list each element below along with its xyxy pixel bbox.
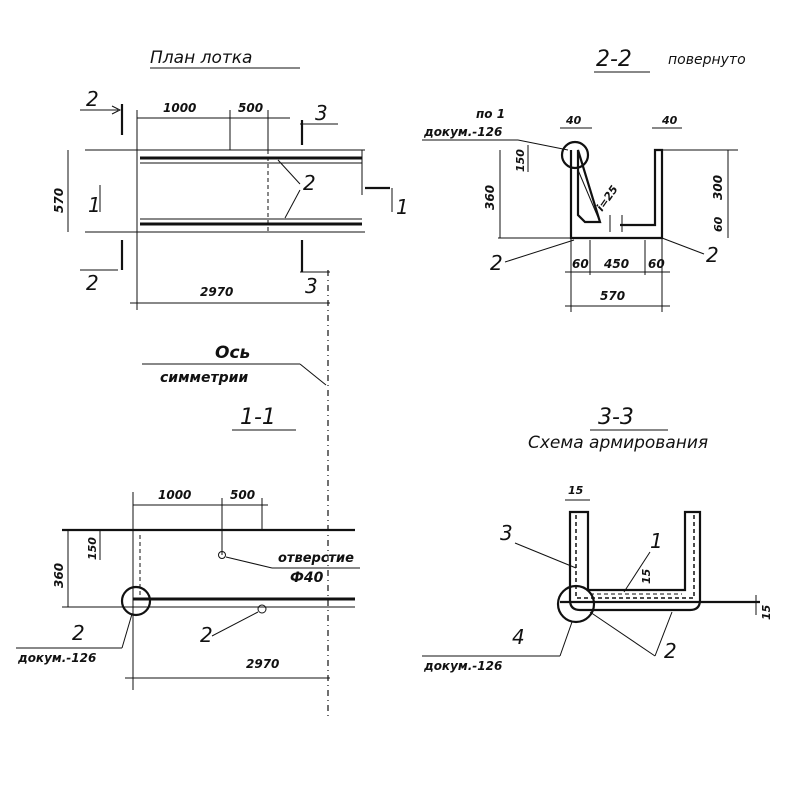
- section22-pos2-right: 2: [706, 243, 719, 267]
- axis-label-1: Ось: [215, 343, 250, 363]
- plan-pos2: 2: [303, 171, 316, 195]
- section22-dim-60-v: 60: [712, 216, 725, 232]
- section11-pos2-b-leader: [211, 611, 259, 637]
- section11-detail-circle: [120, 585, 152, 617]
- section33-pos2: 2: [664, 639, 677, 663]
- section22-dim-300: 300: [711, 175, 725, 200]
- section22-ref-leader: [517, 139, 569, 151]
- section33-pos4: 4: [512, 625, 525, 649]
- section22-slope-edge: [577, 169, 601, 223]
- plan-dim-2970: 2970: [200, 285, 233, 299]
- axis-label-2: симметрии: [160, 370, 248, 386]
- section-2-2: 2-2 повернуто по 1 докум.-126 40 40 i=25…: [422, 47, 746, 312]
- plan-cut3-bottom: 3: [305, 274, 318, 298]
- section11-ref-doc: докум.-126: [17, 651, 96, 665]
- section22-dim-60-l: 60: [572, 257, 589, 271]
- section33-detail-circle: [556, 584, 596, 624]
- symmetry-axis: Ось симметрии: [142, 270, 329, 720]
- section11-hole-diameter: Ф40: [290, 570, 324, 586]
- section11-dim-2970: 2970: [246, 657, 279, 671]
- section33-pos1: 1: [650, 529, 663, 553]
- section11-pos2-a: 2: [72, 621, 85, 645]
- section22-dim-570: 570: [600, 289, 625, 303]
- section22-ref-doc: докум.-126: [423, 125, 502, 139]
- section22-pos2-left: 2: [490, 251, 503, 275]
- section33-pos2-leader-a: [589, 611, 656, 657]
- plan-cut3-top: 3: [315, 101, 328, 125]
- section22-ref-po1: по 1: [476, 107, 505, 121]
- section22-dim-60-r: 60: [648, 257, 665, 271]
- plan-view: План лотка 2 1000 500 3 570 1: [52, 48, 409, 310]
- section33-dim-15-right: 15: [760, 604, 773, 620]
- section11-dim-1000: 1000: [158, 488, 191, 502]
- section22-dim-150: 150: [514, 149, 527, 172]
- section33-dim-15-mid: 15: [640, 568, 653, 584]
- section11-hole-label: отверстие: [278, 551, 354, 566]
- plan-dim-570: 570: [52, 188, 66, 213]
- section33-trough-outline: [568, 510, 702, 612]
- plan-cut1-right: 1: [396, 195, 409, 219]
- section11-support: [257, 604, 267, 614]
- plan-cut2-bottom: 2: [86, 271, 99, 295]
- plan-dim-1000: 1000: [163, 101, 196, 115]
- section-3-3: 3-3 Схема армирования 15 3 1 15 15 4 док…: [422, 405, 773, 673]
- section11-ref-leader: [121, 613, 133, 649]
- plan-pos2-leader-a: [277, 159, 301, 185]
- section22-title: 2-2: [596, 47, 632, 72]
- section22-detail-circle: [560, 140, 590, 170]
- section33-dim-15-top: 15: [568, 484, 584, 497]
- section33-pos1-leader: [623, 551, 651, 593]
- section22-dim-360: 360: [483, 185, 497, 210]
- section22-dim-40-right: 40: [661, 114, 678, 127]
- section33-ref-doc: докум.-126: [423, 659, 502, 673]
- section33-pos3-leader: [514, 542, 577, 569]
- plan-cut1-left: 1: [88, 193, 101, 217]
- section33-rebar: [575, 515, 695, 599]
- cut2-top-arrowhead: [111, 105, 122, 115]
- plan-pos2-leader-b: [284, 189, 301, 219]
- plan-title: План лотка: [150, 48, 252, 68]
- section33-title: 3-3: [598, 405, 634, 430]
- section22-dim-450: 450: [603, 257, 629, 271]
- section33-subtitle: Схема армирования: [528, 433, 708, 453]
- section11-title: 1-1: [240, 405, 276, 430]
- plan-cut2-top: 2: [86, 87, 99, 111]
- section33-pos3: 3: [500, 521, 513, 545]
- plan-dim-500: 500: [238, 101, 263, 115]
- section11-hole-leader: [225, 556, 273, 569]
- section11-pos2-b: 2: [200, 623, 213, 647]
- section22-pos2-left-leader: [504, 239, 575, 263]
- axis-leader: [299, 363, 327, 386]
- section22-dim-40-left: 40: [565, 114, 582, 127]
- section11-dim-500: 500: [230, 488, 255, 502]
- section22-slope: i=25: [594, 183, 621, 214]
- section22-pos2-right-leader: [661, 237, 705, 255]
- section33-ref-leader: [559, 621, 573, 657]
- section11-hole: [218, 551, 226, 559]
- section33-pos2-leader-b: [654, 611, 673, 657]
- section11-dim-150: 150: [86, 537, 99, 560]
- section11-dim-360: 360: [52, 563, 66, 588]
- section-1-1: 1-1 1000 500 360 150 отверстие Ф40 2 док…: [16, 405, 360, 690]
- section22-subtitle: повернуто: [668, 52, 746, 68]
